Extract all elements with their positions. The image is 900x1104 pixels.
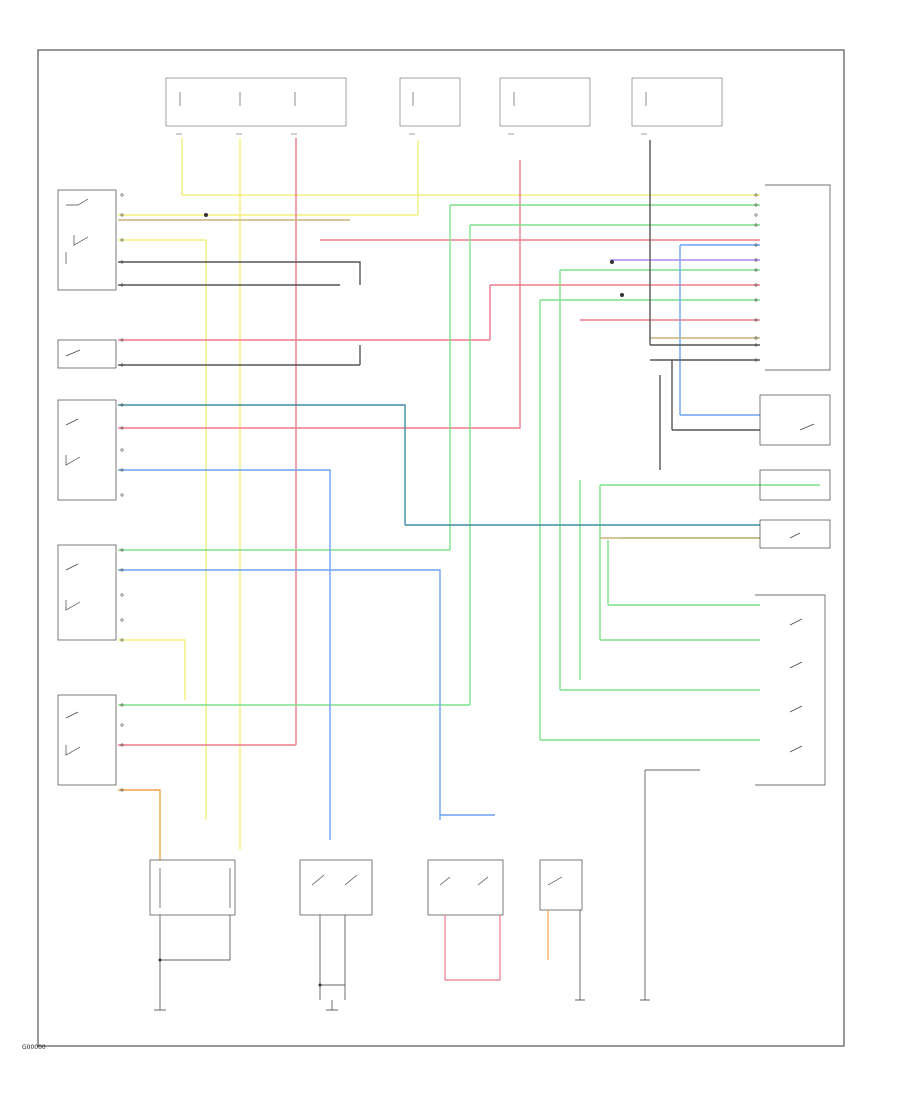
- left-switch-block-3: [57, 399, 117, 501]
- diagram-code: G00000: [22, 1044, 46, 1051]
- connector-pin: [754, 343, 758, 347]
- top-fuse-block: [165, 77, 723, 135]
- connector-pin: [120, 283, 124, 287]
- gray-wire: [118, 140, 760, 470]
- connector-pin: [754, 268, 758, 272]
- connector-pin: [120, 426, 124, 430]
- connector-pin: [120, 618, 124, 622]
- connector-pin: [120, 338, 124, 342]
- fuse-icon: [179, 92, 647, 106]
- connector-pin: [120, 260, 124, 264]
- connector-pin: [120, 213, 124, 217]
- connector-pin: [754, 318, 758, 322]
- connector-pin: [754, 336, 758, 340]
- red-wire: [118, 138, 760, 746]
- connector-pin: [120, 448, 124, 452]
- connector-pin: [120, 593, 124, 597]
- connector-pin: [754, 203, 758, 207]
- blue-wire: [118, 244, 760, 840]
- connector-pin: [120, 703, 124, 707]
- connector-pin: [754, 298, 758, 302]
- connector-pin: [120, 493, 124, 497]
- bottom-component-2: [299, 859, 373, 1011]
- connector-pin: [120, 568, 124, 572]
- orange-wire: [118, 789, 161, 860]
- splice-dots: [158, 213, 624, 987]
- connector-pin: [120, 193, 124, 197]
- left-switch-block-2: [57, 339, 117, 369]
- connector-pin: [754, 358, 758, 362]
- bottom-component-4: [539, 859, 585, 1001]
- diagram-frame: [37, 49, 845, 1047]
- connector-pin: [754, 213, 758, 217]
- connector-pin: [754, 243, 758, 247]
- connector-pin: [120, 788, 124, 792]
- connector-pins: [120, 193, 758, 792]
- left-switch-block-4: [57, 544, 117, 641]
- connector-pin: [120, 238, 124, 242]
- bottom-component-3: [427, 859, 504, 981]
- connector-pin: [120, 638, 124, 642]
- connector-pin: [120, 363, 124, 367]
- connector-pin: [120, 403, 124, 407]
- connector-pin: [120, 468, 124, 472]
- connector-pin: [754, 258, 758, 262]
- connector-pin: [754, 283, 758, 287]
- connector-pin: [120, 743, 124, 747]
- wire-harness: [118, 138, 820, 860]
- yellow-wire: [118, 138, 760, 850]
- bottom-ground-right: [640, 769, 700, 1001]
- connector-pin: [120, 548, 124, 552]
- bottom-component-1: [149, 859, 236, 1011]
- left-switch-block-1: [57, 189, 117, 291]
- connector-pin: [754, 193, 758, 197]
- teal-wire: [118, 404, 760, 526]
- left-switch-block-5: [57, 694, 117, 786]
- connector-pin: [120, 723, 124, 727]
- right-connector-block: [755, 184, 831, 786]
- connector-pin: [754, 223, 758, 227]
- red-wire: [444, 915, 501, 981]
- brown-wire: [118, 219, 760, 539]
